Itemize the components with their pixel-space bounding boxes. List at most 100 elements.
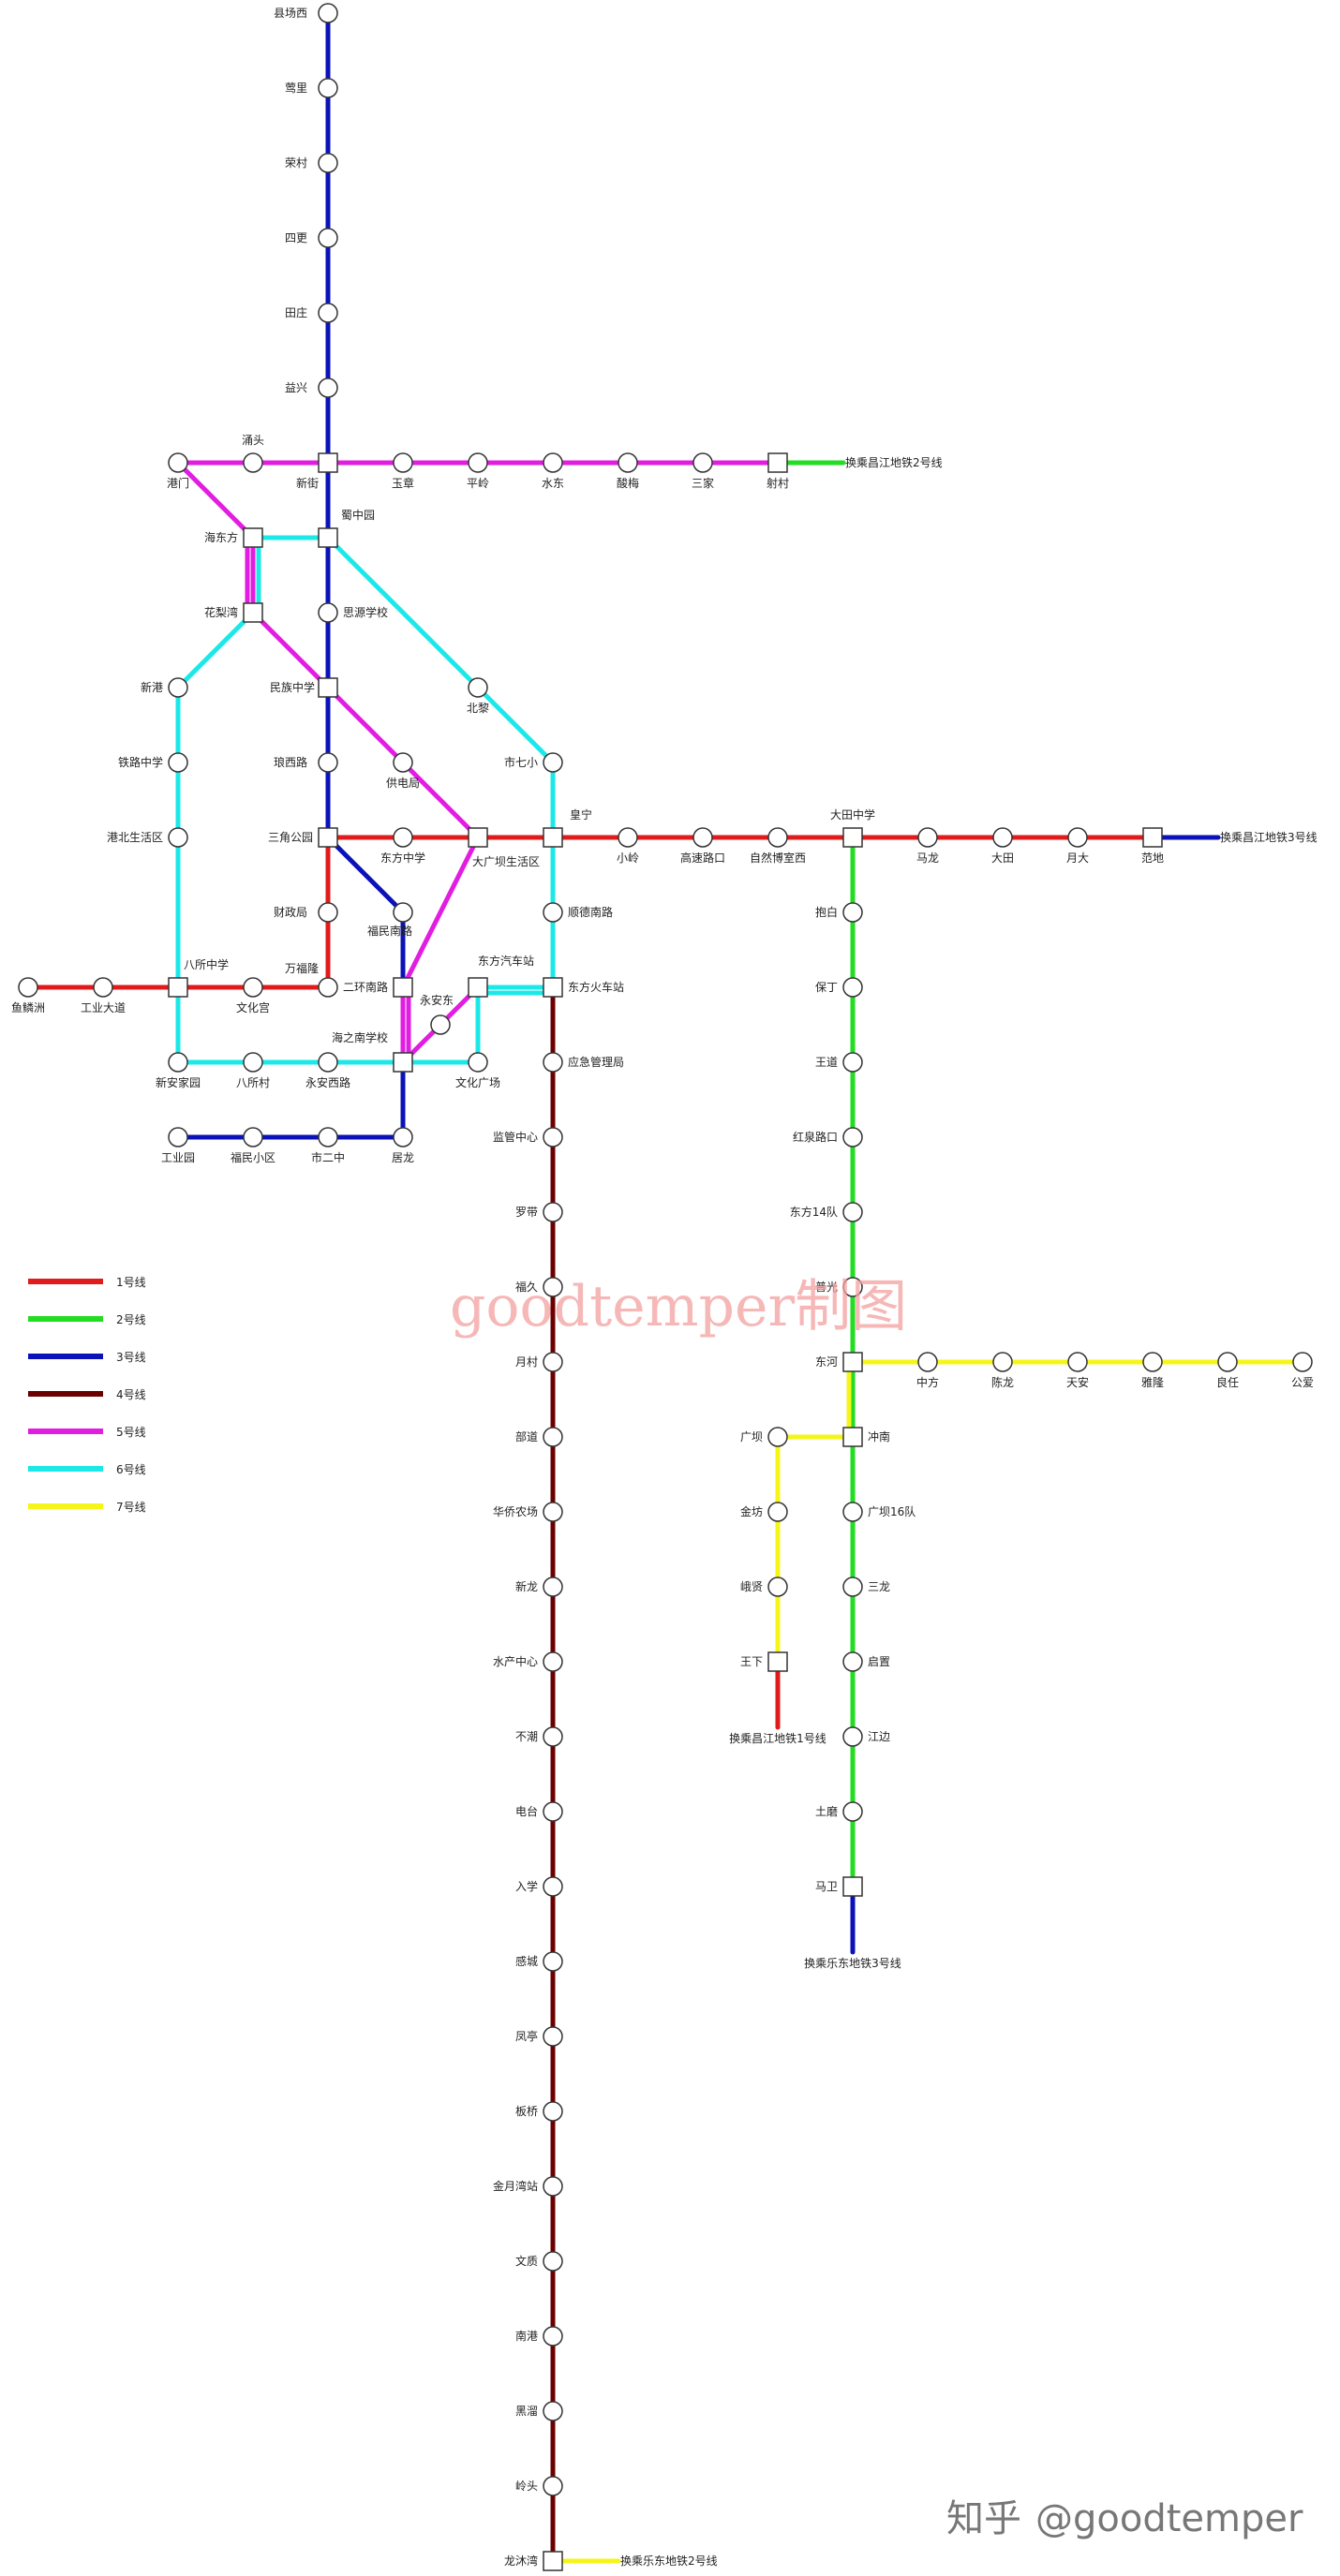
station-marker[interactable] (543, 1951, 563, 1972)
station-marker[interactable] (318, 3, 338, 23)
station-marker[interactable] (618, 827, 638, 848)
station-marker[interactable] (318, 977, 338, 998)
station-marker[interactable] (168, 677, 188, 698)
station-marker[interactable] (842, 1277, 863, 1297)
station-marker[interactable] (543, 752, 563, 773)
station-marker[interactable] (543, 1427, 563, 1447)
station-marker[interactable] (543, 1502, 563, 1522)
station-marker[interactable] (318, 902, 338, 923)
station-marker[interactable] (543, 2026, 563, 2047)
station-marker[interactable] (468, 677, 488, 698)
station-marker[interactable] (543, 2251, 563, 2272)
station-marker[interactable] (168, 452, 188, 473)
station-marker[interactable] (468, 452, 488, 473)
station-marker[interactable] (543, 2176, 563, 2197)
station-marker[interactable] (1217, 1352, 1238, 1372)
station-marker[interactable] (243, 977, 263, 998)
station-marker[interactable] (543, 1801, 563, 1822)
station-marker[interactable] (168, 1052, 188, 1073)
station-marker[interactable] (318, 78, 338, 98)
station-marker[interactable] (468, 1052, 488, 1073)
station-marker[interactable] (842, 1801, 863, 1822)
station-marker[interactable] (543, 1277, 563, 1297)
station-marker[interactable] (393, 452, 413, 473)
station-marker[interactable] (318, 378, 338, 398)
interchange-marker[interactable] (243, 527, 263, 548)
station-marker[interactable] (543, 2476, 563, 2496)
station-marker[interactable] (168, 827, 188, 848)
station-marker[interactable] (1067, 1352, 1088, 1372)
station-marker[interactable] (18, 977, 38, 998)
station-marker[interactable] (1067, 827, 1088, 848)
interchange-marker[interactable] (318, 677, 338, 698)
interchange-marker[interactable] (842, 1876, 863, 1897)
station-marker[interactable] (243, 452, 263, 473)
station-marker[interactable] (318, 303, 338, 323)
station-marker[interactable] (543, 2101, 563, 2122)
station-marker[interactable] (318, 228, 338, 248)
station-marker[interactable] (393, 752, 413, 773)
interchange-marker[interactable] (318, 827, 338, 848)
interchange-marker[interactable] (842, 1352, 863, 1372)
interchange-marker[interactable] (767, 452, 788, 473)
station-marker[interactable] (393, 902, 413, 923)
interchange-marker[interactable] (842, 1427, 863, 1447)
station-marker[interactable] (842, 902, 863, 923)
station-marker[interactable] (543, 2401, 563, 2421)
station-marker[interactable] (430, 1014, 451, 1035)
station-marker[interactable] (393, 827, 413, 848)
station-marker[interactable] (543, 1352, 563, 1372)
station-marker[interactable] (842, 1726, 863, 1747)
station-marker[interactable] (543, 1651, 563, 1672)
interchange-marker[interactable] (767, 1651, 788, 1672)
station-marker[interactable] (842, 1577, 863, 1597)
station-marker[interactable] (543, 452, 563, 473)
station-marker[interactable] (767, 1502, 788, 1522)
station-marker[interactable] (318, 1127, 338, 1147)
station-marker[interactable] (543, 902, 563, 923)
interchange-marker[interactable] (543, 827, 563, 848)
interchange-marker[interactable] (1142, 827, 1163, 848)
station-marker[interactable] (318, 602, 338, 623)
station-marker[interactable] (692, 452, 713, 473)
station-marker[interactable] (992, 1352, 1013, 1372)
interchange-marker[interactable] (318, 527, 338, 548)
interchange-marker[interactable] (468, 977, 488, 998)
station-marker[interactable] (842, 1202, 863, 1222)
station-marker[interactable] (543, 1577, 563, 1597)
station-marker[interactable] (543, 1876, 563, 1897)
interchange-marker[interactable] (543, 2551, 563, 2571)
interchange-marker[interactable] (243, 602, 263, 623)
interchange-marker[interactable] (842, 827, 863, 848)
interchange-marker[interactable] (393, 977, 413, 998)
station-marker[interactable] (917, 827, 938, 848)
station-marker[interactable] (393, 1127, 413, 1147)
station-marker[interactable] (543, 1202, 563, 1222)
station-marker[interactable] (1142, 1352, 1163, 1372)
interchange-marker[interactable] (393, 1052, 413, 1073)
station-marker[interactable] (243, 1127, 263, 1147)
station-marker[interactable] (543, 1127, 563, 1147)
station-marker[interactable] (842, 1502, 863, 1522)
interchange-marker[interactable] (543, 977, 563, 998)
station-marker[interactable] (992, 827, 1013, 848)
station-marker[interactable] (842, 977, 863, 998)
station-marker[interactable] (842, 1127, 863, 1147)
station-marker[interactable] (767, 827, 788, 848)
station-marker[interactable] (1292, 1352, 1313, 1372)
station-marker[interactable] (543, 2326, 563, 2347)
station-marker[interactable] (318, 153, 338, 173)
station-marker[interactable] (543, 1726, 563, 1747)
station-marker[interactable] (917, 1352, 938, 1372)
station-marker[interactable] (618, 452, 638, 473)
station-marker[interactable] (168, 752, 188, 773)
station-marker[interactable] (842, 1052, 863, 1073)
station-marker[interactable] (842, 1651, 863, 1672)
station-marker[interactable] (767, 1577, 788, 1597)
station-marker[interactable] (93, 977, 113, 998)
station-marker[interactable] (168, 1127, 188, 1147)
station-marker[interactable] (543, 1052, 563, 1073)
station-marker[interactable] (767, 1427, 788, 1447)
station-marker[interactable] (318, 1052, 338, 1073)
interchange-marker[interactable] (168, 977, 188, 998)
